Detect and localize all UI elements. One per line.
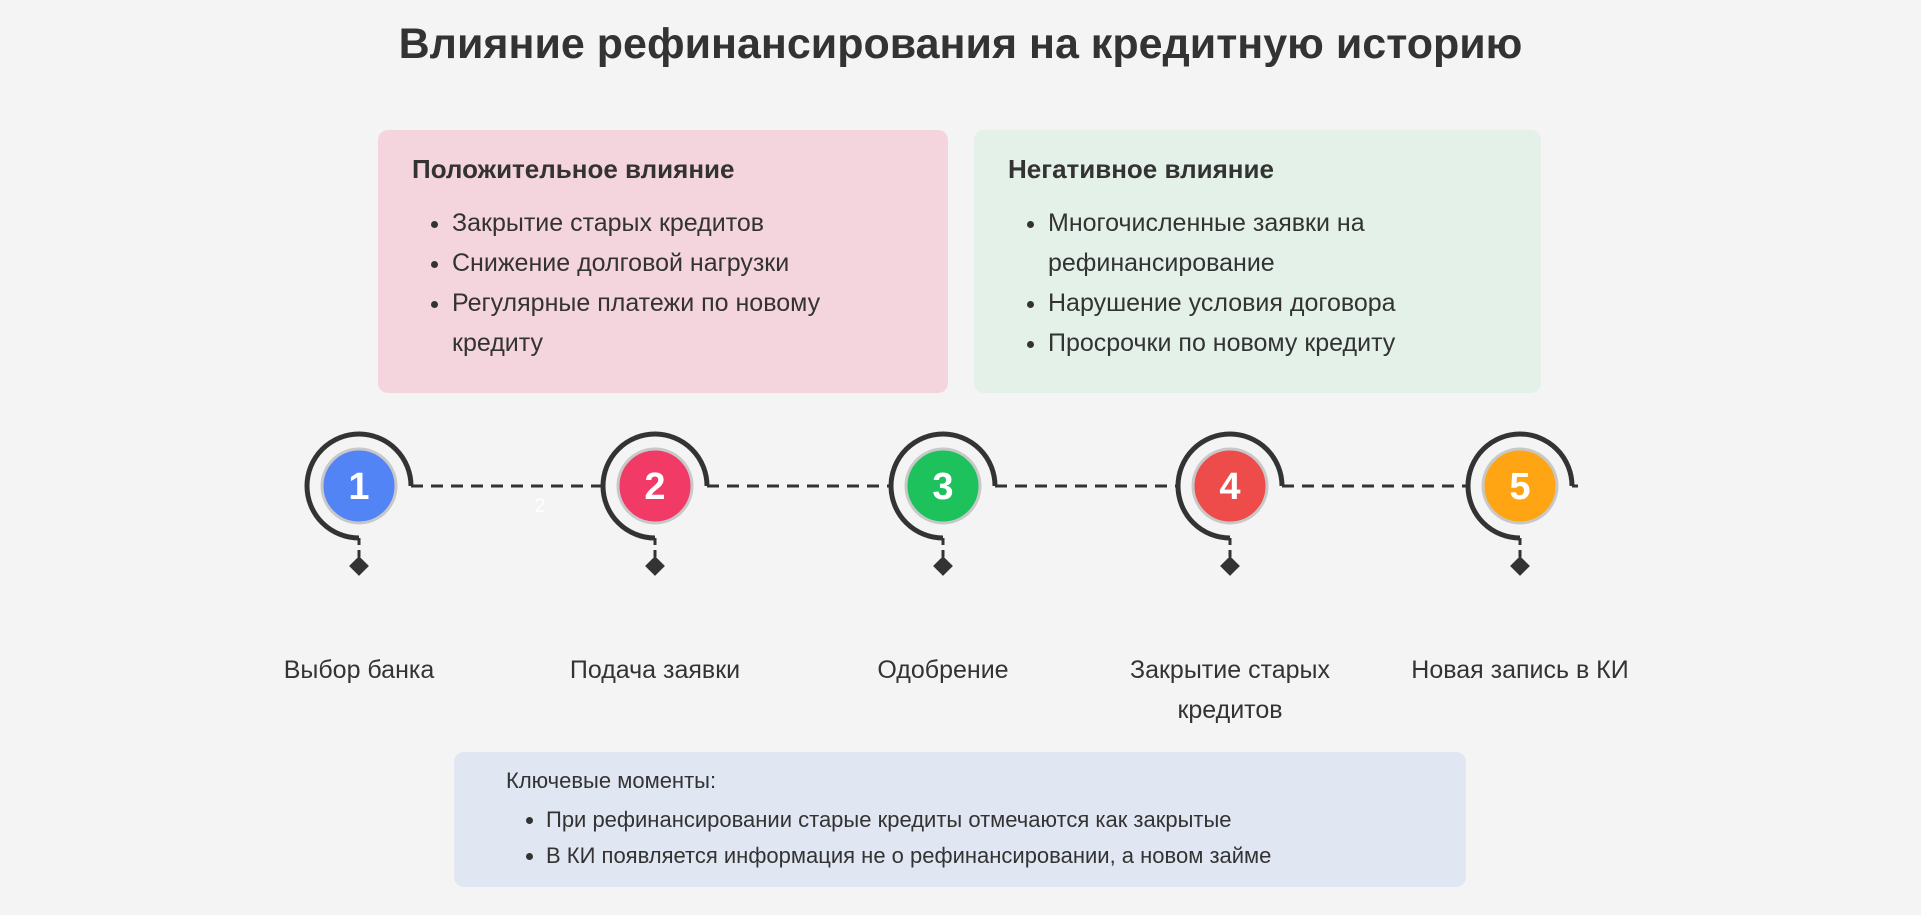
step-number: 2	[644, 466, 665, 508]
step-circle	[1191, 447, 1269, 525]
negative-heading: Негативное влияние	[1008, 154, 1274, 184]
diamond-marker	[645, 556, 665, 576]
list-item: В КИ появляется информация не о рефинанс…	[546, 838, 1414, 874]
page-title: Влияние рефинансирования на кредитную ис…	[398, 20, 1523, 68]
list-item: Регулярные платежи по новому кредиту	[452, 283, 914, 363]
step-number: 3	[932, 466, 953, 508]
list-item: Снижение долговой нагрузки	[452, 243, 914, 283]
step-label: Одобрение	[877, 656, 1009, 684]
diamond-marker	[933, 556, 953, 576]
step-number: 5	[1509, 466, 1530, 508]
step-circle	[904, 447, 982, 525]
step-label: Подача заявки	[569, 656, 741, 684]
positive-heading: Положительное влияние	[412, 154, 735, 184]
connector-label: 2	[534, 495, 545, 517]
diamond-marker	[1510, 556, 1530, 576]
diamond-marker	[1220, 556, 1240, 576]
list-item: При рефинансировании старые кредиты отме…	[546, 802, 1414, 838]
negative-impact-card: Негативное влияние Многочисленные заявки…	[974, 130, 1541, 393]
list-item: Просрочки по новому кредиту	[1048, 323, 1507, 363]
step-arc	[304, 431, 414, 541]
step-arc	[1465, 431, 1575, 541]
step-arc	[1175, 431, 1285, 541]
step-number: 1	[348, 466, 369, 508]
list-item: Нарушение условия договора	[1048, 283, 1507, 323]
list-item: Закрытие старых кредитов	[452, 203, 914, 243]
diamond-marker	[349, 556, 369, 576]
step-label: Выбор банка	[283, 656, 435, 684]
key-points-heading: Ключевые моменты:	[506, 768, 717, 793]
step-label: Новая запись в КИ	[1411, 656, 1629, 684]
step-arc	[600, 431, 710, 541]
step-label: Закрытие старых кредитов	[1129, 656, 1331, 724]
step-circle	[616, 447, 694, 525]
step-circle	[320, 447, 398, 525]
step-circle	[1481, 447, 1559, 525]
positive-impact-card: Положительное влияние Закрытие старых кр…	[378, 130, 948, 393]
step-number: 4	[1219, 466, 1240, 508]
step-arc	[888, 431, 998, 541]
key-points-card: Ключевые моменты: При рефинансировании с…	[454, 752, 1466, 887]
list-item: Многочисленные заявки на рефинансировани…	[1048, 203, 1507, 283]
